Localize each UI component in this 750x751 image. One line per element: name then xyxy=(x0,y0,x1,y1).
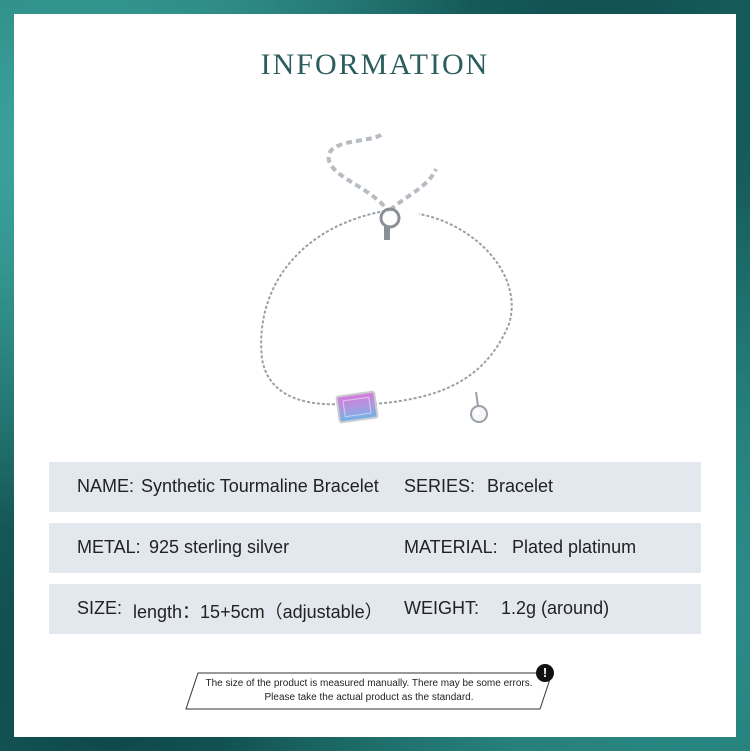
spec-row-metal: METAL: 925 sterling silver MATERIAL: Pla… xyxy=(49,523,701,573)
disclaimer-note: The size of the product is measured manu… xyxy=(184,664,554,712)
spec-label-series: SERIES: xyxy=(404,476,476,496)
spec-value-series: Bracelet xyxy=(487,476,554,496)
note-line-1: The size of the product is measured manu… xyxy=(205,678,533,689)
spec-value-size: length：15+5cm（adjustable） xyxy=(133,602,383,622)
spec-row-size: SIZE: length：15+5cm（adjustable） WEIGHT: … xyxy=(49,584,701,634)
spec-label-material: MATERIAL: xyxy=(404,537,498,557)
spec-value-weight: 1.2g (around) xyxy=(501,598,610,618)
spec-label-metal: METAL: xyxy=(77,537,141,557)
info-card: INFORMATION NAME: Synthetic Tourmali xyxy=(14,14,736,737)
bracelet-image xyxy=(260,132,513,424)
note-frame xyxy=(185,672,553,710)
page-title: INFORMATION xyxy=(260,48,490,81)
spec-value-material: Plated platinum xyxy=(512,537,637,557)
spec-value-metal: 925 sterling silver xyxy=(149,537,290,557)
spec-value-name: Synthetic Tourmaline Bracelet xyxy=(141,476,379,496)
spec-label-weight: WEIGHT: xyxy=(404,598,479,618)
spec-label-name: NAME: xyxy=(77,476,135,496)
spec-label-size: SIZE: xyxy=(77,598,123,618)
spec-row-name: NAME: Synthetic Tourmaline Bracelet SERI… xyxy=(49,462,701,512)
exclamation-icon: ! xyxy=(536,664,554,682)
note-line-2: Please take the actual product as the st… xyxy=(264,692,474,703)
